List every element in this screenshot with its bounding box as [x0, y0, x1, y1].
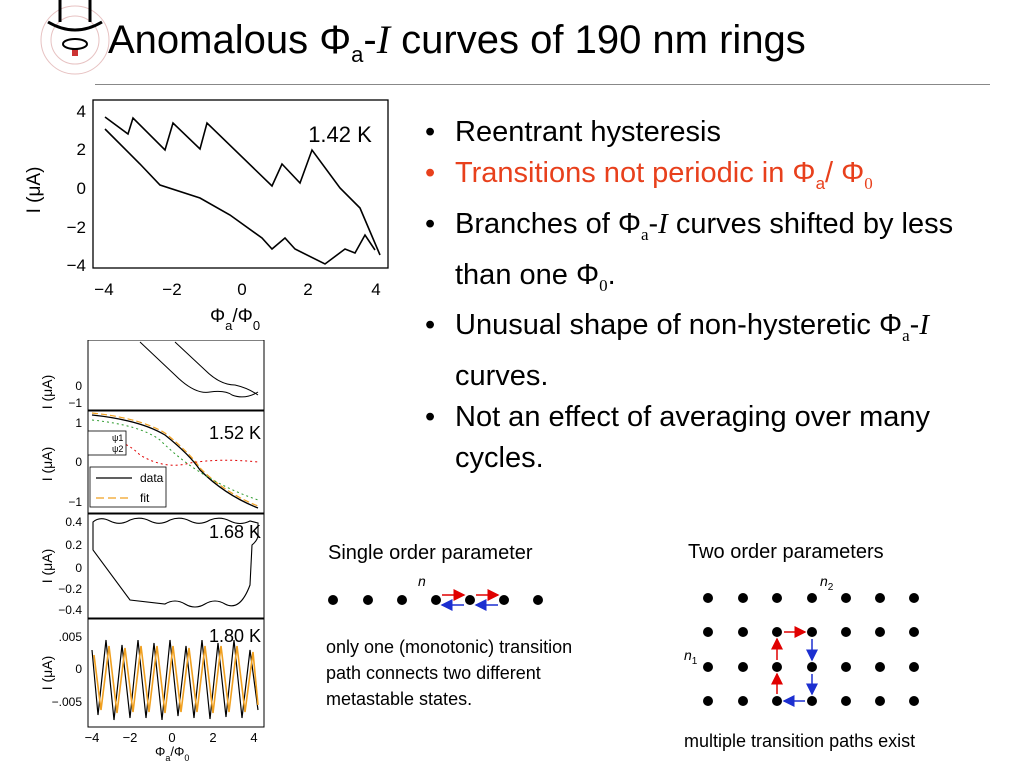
panel-ytick: −1: [68, 396, 82, 410]
stack-xtick: 4: [250, 730, 257, 745]
top-ytick: 4: [77, 102, 86, 121]
panel4-data: [91, 639, 259, 721]
two-order-diagram: n2 n1: [684, 573, 919, 707]
panel4-fit: [93, 645, 259, 714]
two-order-caption: multiple transition paths exist: [684, 731, 916, 751]
panel-ylabel: I (μA): [39, 375, 55, 410]
stack-xtick: −4: [85, 730, 100, 745]
single-order-description: only one (monotonic) transition path con…: [326, 637, 573, 709]
stack-xlabel: Φa/Φ0: [155, 744, 189, 763]
panel-frame: [87, 410, 265, 514]
stack-xtick: 0: [168, 730, 175, 745]
top-xlabel: Φa/Φ0: [210, 306, 260, 333]
panel1-curve: [174, 341, 259, 396]
panel-ytick: 1: [75, 416, 82, 430]
single-order-diagram: n: [328, 573, 543, 611]
panel-ytick: 0: [75, 662, 82, 676]
panel-ytick: 0.2: [65, 538, 82, 552]
top-ytick: −2: [67, 218, 86, 237]
legend-psi2: ψ2: [112, 444, 123, 454]
panel2-legend-psi: [87, 430, 127, 456]
panel2-temp: 1.52 K: [209, 423, 261, 443]
bullet-item: •Reentrant hysteresis: [425, 116, 721, 148]
panel-ytick: .005: [59, 630, 83, 644]
top-xtick: 0: [237, 280, 246, 299]
panel3-loop: [92, 517, 259, 608]
panel-ytick: 0.4: [65, 515, 82, 529]
hysteresis-curve-upper: [104, 116, 381, 256]
institution-logo: [40, 0, 110, 75]
panel1-curve: [139, 341, 259, 398]
top-ytick: 0: [77, 179, 86, 198]
panel2-legend-data: [89, 466, 167, 508]
top-xtick: 2: [303, 280, 312, 299]
legend-data: data: [140, 471, 164, 485]
top-plot-temp: 1.42 K: [308, 122, 372, 147]
top-xtick: 4: [371, 280, 380, 299]
top-ytick: 2: [77, 140, 86, 159]
top-xtick: −4: [94, 280, 113, 299]
bullet-item: •Branches of Φa-I curves shifted by less…: [425, 207, 954, 295]
panel2-fit: [91, 412, 259, 507]
top-xtick: −2: [162, 280, 181, 299]
slide-title: Anomalous Φa-I curves of 190 nm rings: [108, 17, 806, 67]
hysteresis-curve-lower: [104, 128, 376, 265]
n2-label: n2: [820, 573, 834, 593]
panel2-psi2: [91, 419, 259, 501]
top-ytick: −4: [67, 256, 86, 275]
panel3-temp: 1.68 K: [209, 522, 261, 542]
top-ylabel: I (μA): [24, 167, 45, 214]
legend-fit: fit: [140, 491, 150, 505]
bullet-list: •Reentrant hysteresis •Transitions not p…: [425, 112, 1000, 479]
panel-ytick: −0.2: [58, 582, 82, 596]
panel-ytick: 0: [75, 561, 82, 575]
panel-ytick: −0.4: [58, 603, 82, 617]
legend-psi1: ψ1: [112, 433, 123, 443]
stacked-panels-plot: ψ1 ψ2 data fit 1.52 K 1.68 K 1.80 K 0 −1…: [39, 340, 265, 763]
panel-ytick: −.005: [52, 695, 83, 709]
top-hysteresis-plot: 1.42 K 4 2 0 −2 −4 −4 −2 0 2 4 I (μA) Φa…: [24, 99, 389, 333]
two-order-heading: Two order parameters: [688, 541, 884, 563]
stack-xtick: −2: [123, 730, 138, 745]
panel-ylabel: I (μA): [39, 549, 55, 584]
panel-ytick: 0: [75, 455, 82, 469]
stack-xtick: 2: [209, 730, 216, 745]
panel-ytick: −1: [68, 495, 82, 509]
panel4-temp: 1.80 K: [209, 626, 261, 646]
panel-frame: [87, 513, 265, 619]
title-divider: [95, 84, 990, 85]
bullet-item: •Unusual shape of non-hysteretic Φa-I cu…: [425, 309, 929, 393]
single-n-label: n: [418, 573, 426, 589]
panel-frame: [87, 340, 265, 411]
single-order-heading: Single order parameter: [328, 542, 533, 564]
panel-ylabel: I (μA): [39, 656, 55, 691]
panel-ytick: 0: [75, 379, 82, 393]
panel-frame: [87, 618, 265, 728]
panel2-data: [91, 414, 259, 509]
bullet-item: •Not an effect of averaging over many cy…: [425, 401, 931, 475]
bullet-item: •Transitions not periodic in Φa/ Φ0: [425, 157, 873, 193]
n1-label: n1: [684, 647, 698, 667]
panel-ylabel: I (μA): [39, 447, 55, 482]
